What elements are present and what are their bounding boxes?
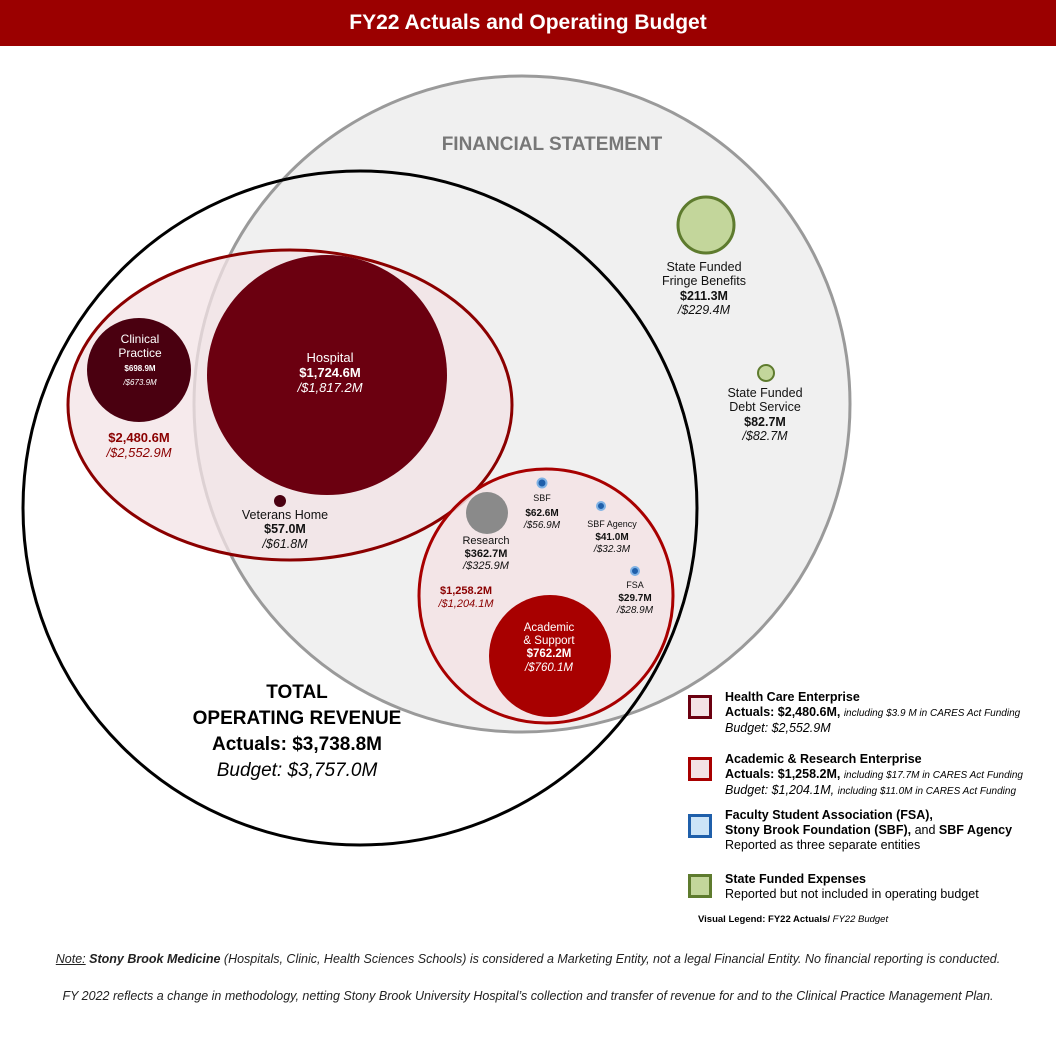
research-label: Research $362.7M /$325.9M bbox=[462, 535, 510, 573]
page-title: FY22 Actuals and Operating Budget bbox=[349, 11, 707, 34]
sbf-agency-label: SBF Agency $41.0M /$32.3M bbox=[587, 519, 637, 555]
legend-academic-swatch bbox=[688, 757, 712, 781]
financial-statement-label: FINANCIAL STATEMENT bbox=[441, 134, 663, 155]
fsa-dot bbox=[630, 566, 640, 576]
academic-total-label: $1,258.2M /$1,204.1M bbox=[438, 585, 494, 610]
research-circle bbox=[466, 492, 508, 534]
debt-service-label: State Funded Debt Service $82.7M /$82.7M bbox=[727, 386, 803, 444]
note-marketing-entity: Note: Stony Brook Medicine (Hospitals, C… bbox=[55, 952, 1001, 966]
legend-state-funded-swatch bbox=[688, 874, 712, 898]
veterans-home-dot bbox=[274, 495, 286, 507]
veterans-home-label: Veterans Home $57.0M /$61.8M bbox=[241, 508, 329, 551]
title-bar: FY22 Actuals and Operating Budget bbox=[0, 0, 1056, 46]
fringe-benefits-circle bbox=[676, 195, 736, 255]
sbf-label: SBF $62.6M /$56.9M bbox=[523, 493, 561, 531]
sbf-agency-dot bbox=[596, 501, 606, 511]
academic-support-label: Academic & Support $762.2M /$760.1M bbox=[523, 622, 575, 674]
legend-health-care-swatch bbox=[688, 695, 712, 719]
fsa-label: FSA $29.7M /$28.9M bbox=[616, 580, 654, 616]
note-fy2022: FY 2022 reflects a change in methodology… bbox=[62, 989, 994, 1003]
hospital-label: Hospital $1,724.6M /$1,817.2M bbox=[297, 350, 363, 395]
legend-entities-swatch bbox=[688, 814, 712, 838]
health-care-total-label: $2,480.6M /$2,552.9M bbox=[106, 430, 172, 460]
visual-legend: Visual Legend: FY22 Actuals/ FY22 Budget bbox=[698, 914, 889, 925]
academic-support-circle bbox=[489, 595, 611, 717]
clinical-practice-label: Clinical Practice $698.9M /$673.9M bbox=[118, 332, 162, 387]
sbf-dot bbox=[536, 477, 548, 489]
clinical-practice-circle bbox=[87, 318, 191, 422]
total-operating-revenue-label: TOTAL OPERATING REVENUE Actuals: $3,738.… bbox=[192, 682, 402, 781]
hospital-circle bbox=[207, 255, 447, 495]
total-operating-revenue-circle bbox=[21, 169, 699, 847]
debt-service-circle bbox=[757, 364, 775, 382]
fringe-benefits-label: State Funded Fringe Benefits $211.3M /$2… bbox=[661, 260, 747, 318]
